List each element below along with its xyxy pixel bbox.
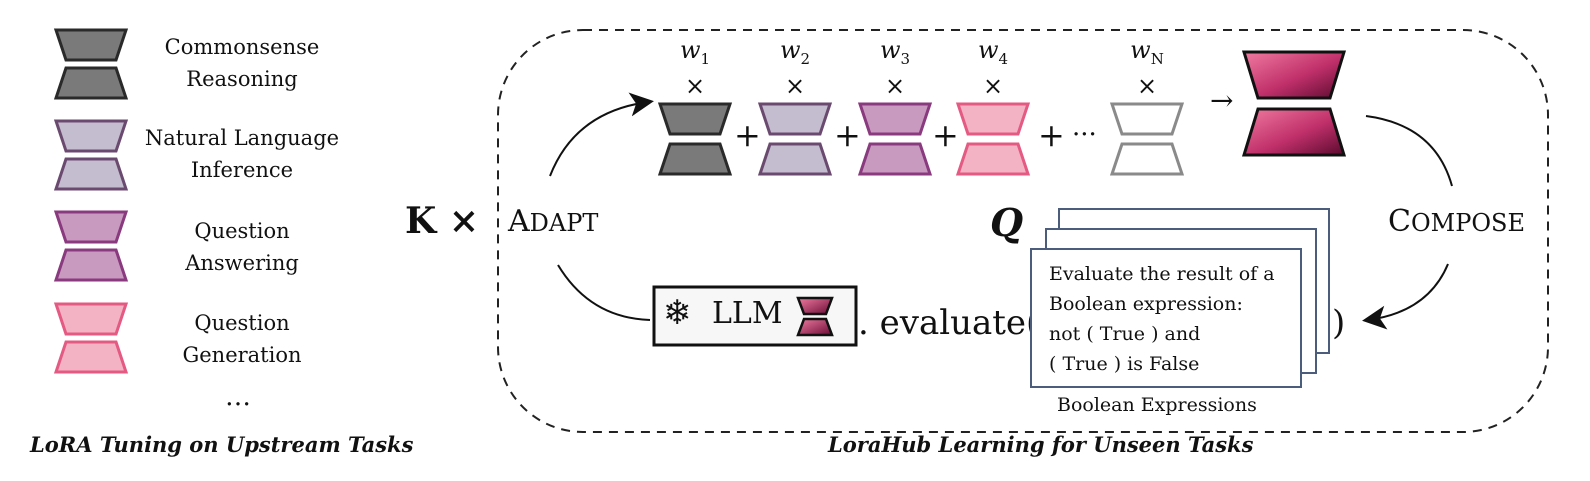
plus-sign-2: +	[834, 116, 861, 154]
compose-arrow-bottom	[1362, 263, 1449, 330]
legend-module-commonsense	[53, 28, 129, 100]
adapt-label: ADAPT	[508, 204, 599, 239]
llm-label: LLM	[712, 296, 783, 331]
plus-sign-3: +	[932, 116, 959, 154]
legend-module-qg	[53, 302, 129, 374]
adapt-arrow-up	[549, 92, 654, 177]
evaluate-close-paren: )	[1332, 303, 1346, 343]
weight-label-4: w4	[977, 36, 1009, 68]
times-sign-3: ×	[884, 72, 906, 100]
times-sign-n: ×	[1136, 72, 1158, 100]
loop-boundary	[497, 29, 1549, 433]
compose-arrow-top	[1365, 115, 1453, 187]
times-sign-4: ×	[982, 72, 1004, 100]
legend-ellipsis: …	[225, 382, 251, 412]
lora-module-2	[757, 102, 833, 176]
weight-label-3: w3	[879, 36, 911, 68]
stack-caption: Boolean Expressions	[1057, 394, 1257, 416]
compose-label: COMPOSE	[1388, 204, 1526, 239]
weight-label-1: w1	[679, 36, 711, 68]
query-text: Evaluate the result of a Boolean express…	[1049, 263, 1275, 375]
query-card-front: Evaluate the result of a Boolean express…	[1030, 248, 1302, 388]
evaluate-call: . evaluate(	[858, 303, 1040, 343]
plus-sign-1: +	[734, 116, 761, 154]
lora-module-icon	[796, 296, 834, 337]
ellipsis-dots: ···	[1072, 120, 1097, 150]
legend-module-nli	[53, 119, 129, 191]
lora-module-1	[657, 102, 733, 176]
snowflake-icon: ❄	[663, 293, 692, 333]
compose-arrow-right: →	[1210, 84, 1234, 117]
composed-lora-module	[1241, 50, 1347, 157]
times-sign-2: ×	[784, 72, 806, 100]
adapt-arrow-down	[557, 264, 651, 321]
legend-caption: LoRA Tuning on Upstream Tasks	[30, 432, 414, 457]
lora-module-n	[1109, 102, 1185, 176]
weight-label-2: w2	[779, 36, 811, 68]
plus-sign-4: +	[1038, 116, 1065, 154]
loop-caption: LoraHub Learning for Unseen Tasks	[828, 432, 1254, 457]
lora-module-3	[857, 102, 933, 176]
query-symbol: Q	[990, 200, 1024, 245]
weight-label-n: wN	[1130, 36, 1164, 68]
k-times-label: K ×	[405, 200, 479, 242]
times-sign-1: ×	[684, 72, 706, 100]
legend-module-qa	[53, 210, 129, 282]
lora-module-4	[955, 102, 1031, 176]
